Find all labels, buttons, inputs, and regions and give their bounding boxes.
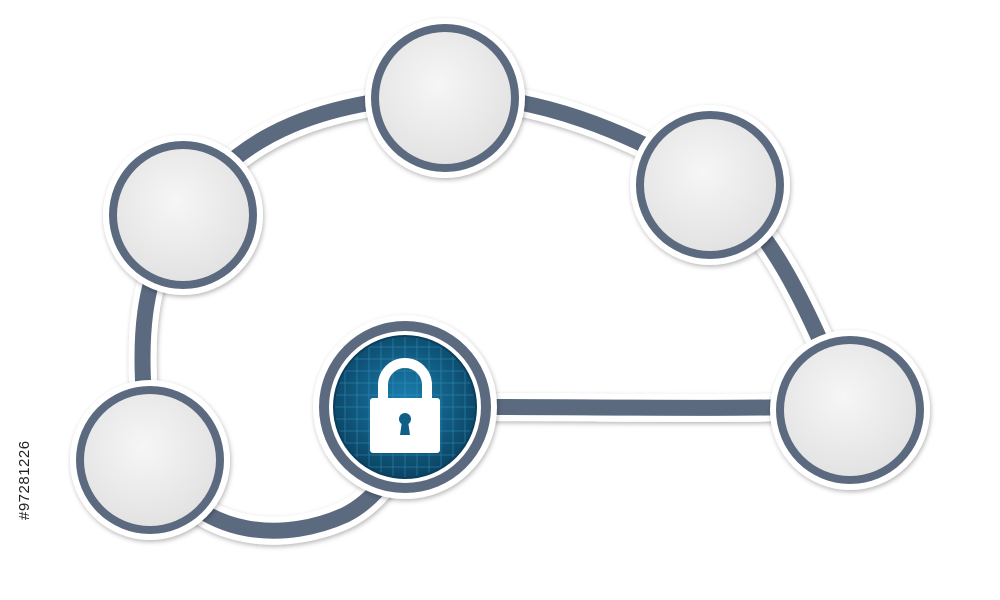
stock-id-label: #97281226 [16, 440, 33, 520]
padlock-icon [370, 358, 440, 453]
node-top-right [630, 105, 790, 265]
node-bottom-left [70, 380, 230, 540]
node-top-center [365, 18, 525, 178]
node-right [770, 330, 930, 490]
node-top-left [103, 135, 263, 295]
center-node [313, 315, 497, 499]
